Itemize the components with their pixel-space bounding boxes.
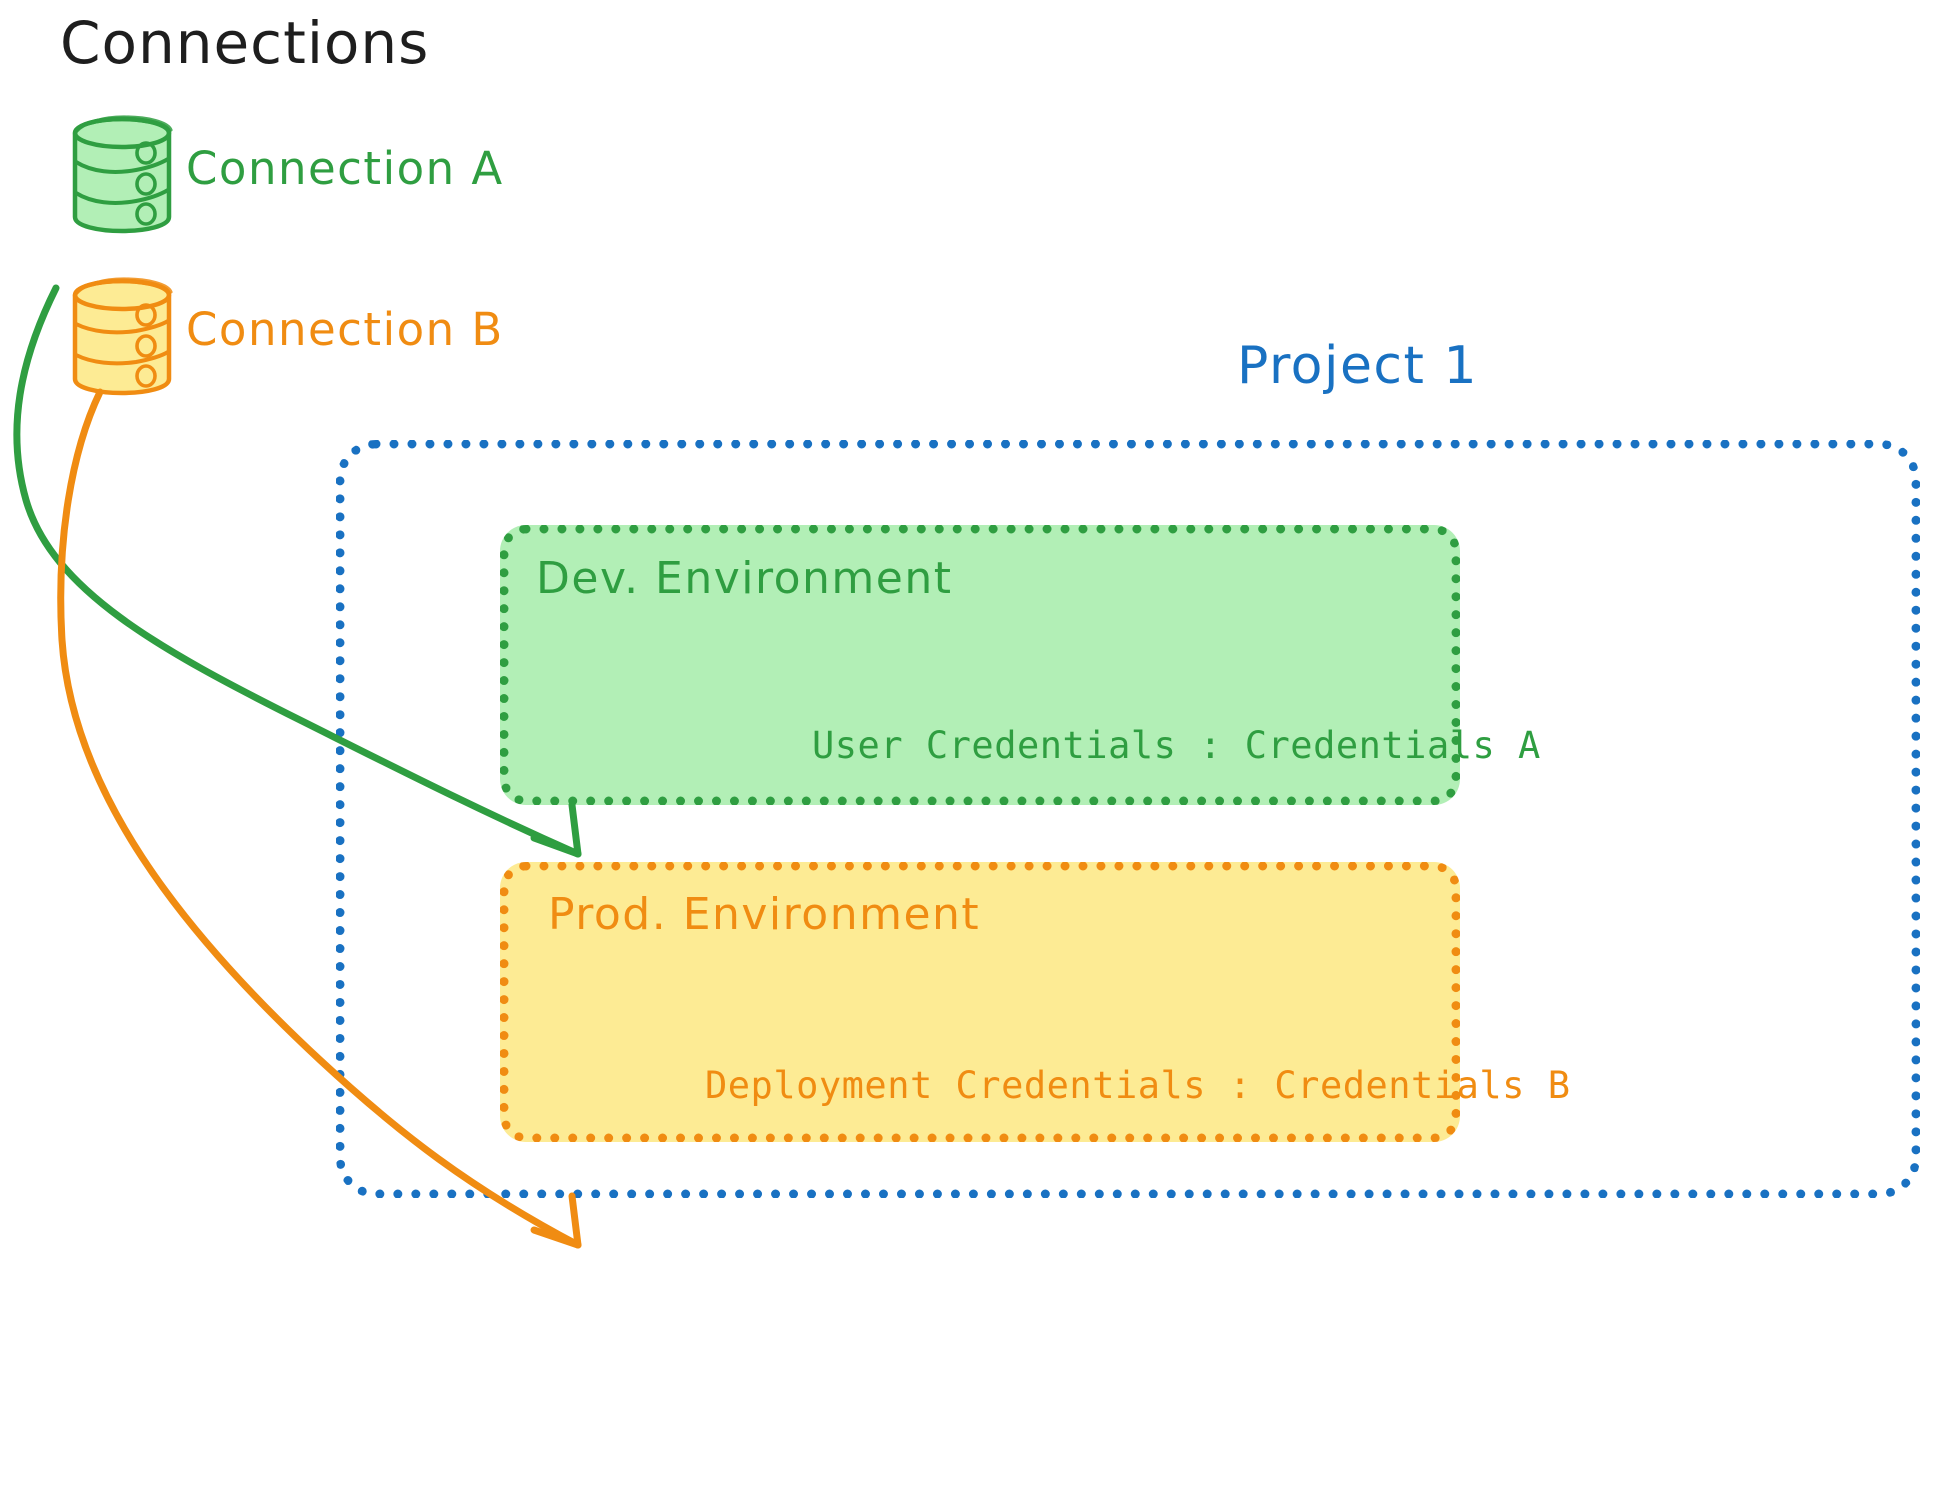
prod-environment-label: Prod. Environment <box>548 889 981 940</box>
connection-a-label: Connection A <box>186 142 504 195</box>
prod-environment-box <box>500 862 1460 1142</box>
database-cylinder-icon-connection-a <box>72 115 173 234</box>
dev-environment-label: Dev. Environment <box>536 553 953 604</box>
project-title: Project 1 <box>1237 336 1479 396</box>
dev-environment-credentials: User Credentials : Credentials A <box>812 724 1541 767</box>
prod-environment-credentials: Deployment Credentials : Credentials B <box>705 1064 1571 1107</box>
dev-environment-box <box>500 525 1460 805</box>
project-container <box>336 440 1920 1198</box>
database-cylinder-icon-connection-b <box>72 277 173 396</box>
page-title: Connections <box>60 9 430 77</box>
arrow-connection-b-to-prod <box>57 388 582 1249</box>
connection-b-label: Connection B <box>186 303 504 356</box>
arrow-connection-a-to-dev <box>13 284 582 858</box>
